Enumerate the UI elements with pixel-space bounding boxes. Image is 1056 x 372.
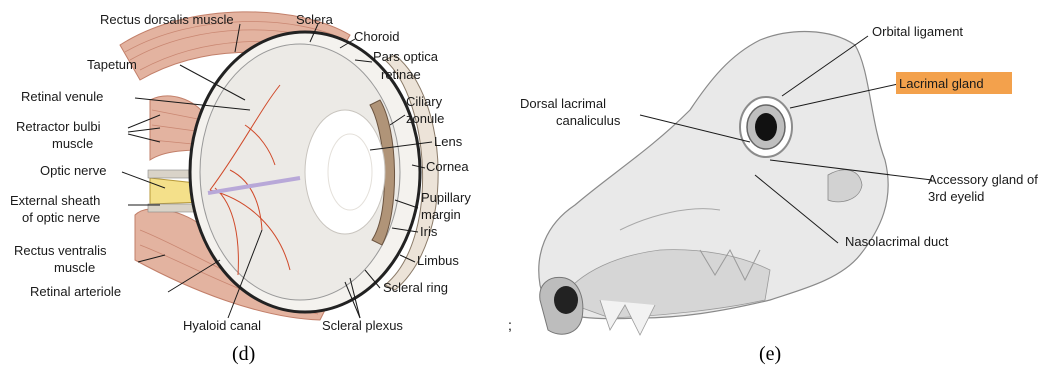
label-pupillary: Pupillary — [421, 190, 471, 205]
label-dorsal-lacrimal-2: canaliculus — [556, 113, 621, 128]
label-choroid: Choroid — [354, 29, 400, 44]
label-retinal-venule: Retinal venule — [21, 89, 103, 104]
label-pars-optica: Pars optica — [373, 49, 439, 64]
label-orbital-ligament: Orbital ligament — [872, 24, 963, 39]
label-rectus-dorsalis: Rectus dorsalis muscle — [100, 12, 234, 27]
panel-e-skull-illustration — [539, 32, 888, 335]
label-lacrimal-gland: Lacrimal gland — [899, 76, 984, 91]
label-scleral-ring: Scleral ring — [383, 280, 448, 295]
label-retinal-arteriole: Retinal arteriole — [30, 284, 121, 299]
label-rectus-ventralis-2: muscle — [54, 260, 95, 275]
label-retractor-bulbi-2: muscle — [52, 136, 93, 151]
label-nasolacrimal-duct: Nasolacrimal duct — [845, 234, 949, 249]
label-dorsal-lacrimal: Dorsal lacrimal — [520, 96, 606, 111]
label-rectus-ventralis: Rectus ventralis — [14, 243, 107, 258]
label-lens: Lens — [434, 134, 463, 149]
label-retractor-bulbi: Retractor bulbi — [16, 119, 101, 134]
label-tapetum: Tapetum — [87, 57, 137, 72]
label-limbus: Limbus — [417, 253, 459, 268]
stray-mark: ; — [508, 317, 512, 333]
label-optic-nerve: Optic nerve — [40, 163, 106, 178]
label-ciliary-2: zonule — [406, 111, 444, 126]
label-sclera: Sclera — [296, 12, 334, 27]
caption-d: (d) — [232, 343, 255, 365]
label-external-sheath: External sheath — [10, 193, 100, 208]
label-accessory-gland-2: 3rd eyelid — [928, 189, 984, 204]
caption-e: (e) — [759, 343, 781, 365]
label-accessory-gland: Accessory gland of — [928, 172, 1038, 187]
label-ciliary: Ciliary — [406, 94, 443, 109]
label-external-sheath-2: of optic nerve — [22, 210, 100, 225]
label-cornea: Cornea — [426, 159, 469, 174]
label-pars-optica-2: retinae — [381, 67, 421, 82]
label-pupillary-2: margin — [421, 207, 461, 222]
label-hyaloid-canal: Hyaloid canal — [183, 318, 261, 333]
label-iris: Iris — [420, 224, 438, 239]
label-scleral-plexus: Scleral plexus — [322, 318, 403, 333]
